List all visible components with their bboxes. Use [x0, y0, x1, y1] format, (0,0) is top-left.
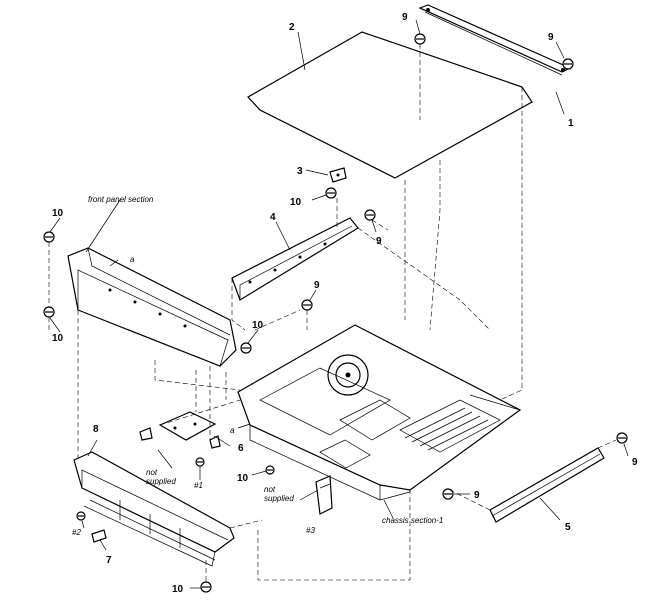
- ref-a-front-panel: a: [130, 255, 135, 264]
- callout-3: 3: [297, 166, 303, 177]
- callout-9-side-rail: 9: [632, 457, 638, 468]
- part-3-small-bracket: [329, 167, 347, 183]
- callout-9-top-left: 9: [402, 12, 408, 23]
- screw-10-front-panel-top: [43, 231, 55, 243]
- callout-10-bottom-center: 10: [237, 473, 249, 484]
- screw-9-chassis-front: [442, 488, 454, 500]
- screw-9-side-rail: [616, 432, 628, 444]
- callout-10-front-panel-right: 10: [252, 320, 264, 331]
- screw-10-bottom-center: [265, 465, 275, 475]
- screw-9-top-right: [562, 58, 574, 70]
- label-not-supplied-1-line2: supplied: [146, 477, 176, 486]
- callout-10-part3: 10: [290, 197, 302, 208]
- callout-9-top-right: 9: [548, 32, 554, 43]
- callout-1: 1: [568, 118, 574, 129]
- part-4-rear-panel: [231, 217, 359, 301]
- screw-2-ref: [76, 511, 86, 521]
- ref-hash-3: #3: [306, 526, 315, 535]
- leader-lines: [49, 19, 629, 589]
- part-5-side-rail: [489, 447, 605, 523]
- callout-6: 6: [238, 443, 244, 454]
- callout-10-front-panel-bottom: 10: [52, 333, 64, 344]
- ref-hash-1: #1: [194, 481, 203, 490]
- label-not-supplied-2-line1: not: [264, 485, 276, 494]
- callout-5: 5: [565, 522, 571, 533]
- ref-hash-2: #2: [72, 528, 81, 537]
- screw-10-6-bracket: [195, 457, 205, 467]
- callout-10-bottom: 10: [172, 584, 184, 595]
- callout-9-chassis-front: 9: [474, 490, 480, 501]
- screw-10-front-panel-right: [240, 342, 252, 354]
- part-2-top-cover: [247, 31, 533, 179]
- screw-9-top-left: [414, 33, 426, 45]
- callout-10-front-panel-top: 10: [52, 208, 64, 219]
- label-front-panel-section: front panel section: [88, 195, 154, 204]
- screw-10-part3: [325, 187, 337, 199]
- front-panel: [67, 247, 237, 367]
- chassis-body: [237, 324, 522, 501]
- callout-9-chassis-top: 9: [314, 280, 320, 291]
- assembly-guide-lines: [48, 44, 617, 582]
- screw-10-bottom: [200, 581, 212, 593]
- part-7-small-piece: [91, 529, 107, 543]
- foot-3: [315, 475, 333, 515]
- callout-7: 7: [106, 555, 112, 566]
- ref-a-chassis: a: [230, 426, 235, 435]
- label-not-supplied-2-line2: supplied: [264, 494, 294, 503]
- callout-8: 8: [93, 424, 99, 435]
- label-not-supplied-1-line1: not: [146, 468, 158, 477]
- callout-4: 4: [270, 212, 276, 223]
- callout-2: 2: [289, 22, 295, 33]
- part-6-bracket: [139, 411, 221, 449]
- screw-9-chassis-top: [301, 299, 313, 311]
- part-8-bottom-front: [73, 451, 235, 567]
- label-chassis-section: chassis section-1: [382, 516, 443, 525]
- screw-9-part4: [364, 209, 376, 221]
- callout-9-part4: 9: [376, 236, 382, 247]
- screw-10-front-panel-bottom: [43, 306, 55, 318]
